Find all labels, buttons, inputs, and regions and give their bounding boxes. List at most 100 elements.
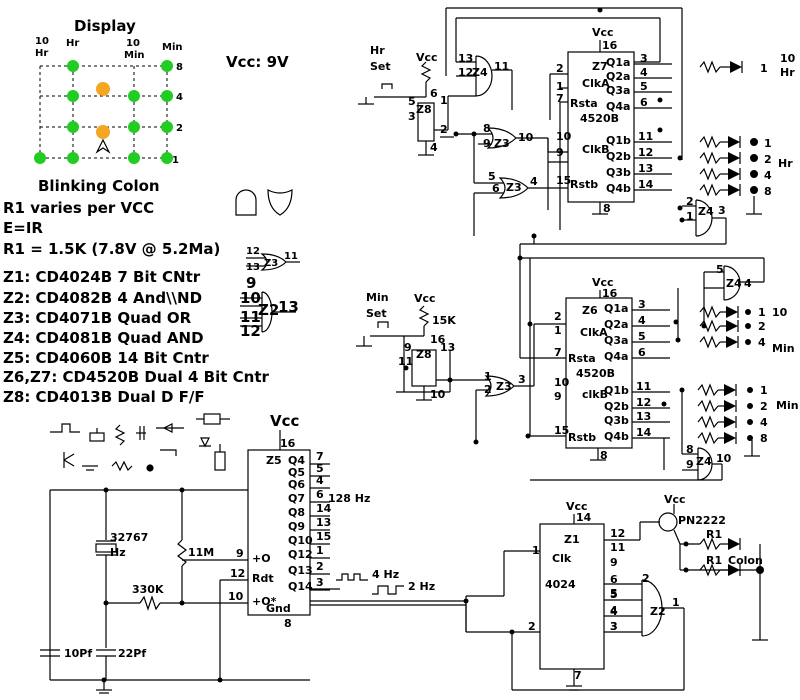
svg-text:16: 16 — [430, 333, 446, 346]
hr-bit-0: 1 — [764, 137, 772, 150]
svg-text:8: 8 — [603, 202, 611, 215]
colon-r1-label2: R1 — [706, 554, 722, 567]
svg-text:13: 13 — [636, 410, 651, 423]
svg-text:4: 4 — [640, 66, 648, 79]
z6-q4b: Q4b — [604, 430, 629, 443]
colon-label: Colon — [728, 554, 763, 567]
svg-text:Vcc: Vcc — [592, 276, 614, 289]
legend-or-gate: 12 13 Z3 11 — [246, 246, 300, 273]
led-hr-0 — [728, 136, 740, 148]
note-r1: R1 varies per VCC — [3, 199, 154, 217]
svg-text:10: 10 — [716, 452, 732, 465]
led-10hr-1 — [730, 61, 742, 73]
led-min-1 — [724, 400, 736, 412]
led-colon-bottom — [728, 564, 740, 576]
svg-text:Z4: Z4 — [698, 205, 714, 218]
min10-bit-2: 4 — [758, 336, 766, 349]
r330k-label: 330K — [132, 583, 164, 596]
svg-text:9: 9 — [686, 458, 694, 471]
svg-text:10: 10 — [228, 590, 244, 603]
svg-text:Z5: Z5 — [266, 454, 282, 467]
oscillator — [40, 489, 310, 694]
svg-text:6: 6 — [640, 96, 648, 109]
and-gate-legend-icon — [235, 189, 257, 216]
svg-text:2: 2 — [554, 310, 562, 323]
z5-pin-1: 5 — [316, 462, 324, 475]
z5-out-q10: Q10 — [288, 534, 313, 547]
hr-set-label2: Set — [370, 60, 391, 73]
svg-text:8: 8 — [686, 443, 694, 456]
svg-text:3: 3 — [408, 110, 416, 123]
svg-text:16: 16 — [280, 437, 296, 450]
svg-text:Rsta: Rsta — [568, 352, 596, 365]
transistor-label: PN2222 — [678, 514, 726, 527]
svg-text:11: 11 — [494, 60, 509, 73]
freq-128hz-label: 128 Hz — [328, 492, 370, 505]
svg-text:1: 1 — [484, 370, 492, 383]
svg-text:4: 4 — [610, 604, 618, 617]
svg-text:13: 13 — [440, 341, 455, 354]
svg-text:Clk: Clk — [552, 552, 572, 565]
svg-text:12: 12 — [230, 567, 245, 580]
z5-out-q4: Q4 — [288, 454, 305, 467]
svg-text:Rstb: Rstb — [568, 431, 596, 444]
z1-chip — [539, 523, 605, 670]
svg-text:7: 7 — [556, 92, 564, 105]
led-min-0 — [724, 384, 736, 396]
svg-text:10: 10 — [518, 131, 534, 144]
z6-chip — [565, 297, 633, 449]
svg-text:Rstb: Rstb — [570, 178, 598, 191]
led-10min-1 — [726, 320, 738, 332]
svg-text:Z8: Z8 — [416, 348, 432, 361]
freq-4hz-label: 4 Hz — [372, 568, 399, 581]
svg-text:2: 2 — [528, 620, 536, 633]
svg-text:Z7: Z7 — [592, 60, 608, 73]
svg-text:1: 1 — [554, 324, 562, 337]
z5-out-q5: Q5 — [288, 466, 305, 479]
svg-text:Z4: Z4 — [472, 66, 488, 79]
legend-and-gate: 9 10 11 12 Z2 13 — [240, 274, 299, 340]
out-10min-label: 10 — [772, 306, 788, 319]
min10-bit-1: 2 — [758, 320, 766, 333]
z7-q1b: Q1b — [606, 134, 631, 147]
part-z3: Z3: CD4071B Quad OR — [3, 309, 192, 327]
c22pf-label: 22Pf — [118, 647, 146, 660]
svg-text:1: 1 — [672, 596, 680, 609]
z5-pin-0: 7 — [316, 450, 324, 463]
col-10min-label2: Min — [124, 50, 145, 61]
z5-pin-3: 6 — [316, 488, 324, 501]
z7-q2b: Q2b — [606, 150, 631, 163]
z5-vcc: Vcc — [270, 412, 299, 430]
display-title: Display — [74, 17, 136, 35]
svg-text:Vcc: Vcc — [592, 26, 614, 39]
svg-text:4: 4 — [610, 605, 618, 618]
z6-q3a: Q3a — [604, 334, 628, 347]
svg-text:7: 7 — [574, 669, 582, 682]
svg-text:5: 5 — [408, 95, 416, 108]
z6-q1b: Q1b — [604, 384, 629, 397]
z5-out-q12: Q12 — [288, 548, 313, 561]
led-min-2 — [724, 416, 736, 428]
z5-out-q6: Q6 — [288, 478, 305, 491]
led-min-3 — [724, 432, 736, 444]
svg-text:8: 8 — [600, 449, 608, 462]
svg-text:3: 3 — [640, 52, 648, 65]
min-set-label2: Set — [366, 307, 387, 320]
component-symbols — [50, 413, 230, 472]
svg-text:14: 14 — [636, 426, 652, 439]
svg-text:13: 13 — [458, 52, 473, 65]
z5-out-q14: Q14 — [288, 580, 313, 593]
svg-text:+O*: +O* — [252, 595, 277, 608]
svg-text:3: 3 — [638, 298, 646, 311]
row-label-2: 2 — [176, 123, 183, 134]
svg-text:7: 7 — [554, 346, 562, 359]
min-bit-0: 1 — [760, 384, 768, 397]
out-min-label: Min — [776, 399, 799, 412]
display-panel: Display 10 Hr Hr 10 Min Min 8 4 2 1 Blin… — [34, 17, 183, 195]
cursor-arrow-icon — [95, 138, 111, 154]
svg-text:Z4: Z4 — [726, 277, 742, 290]
or-gate-legend-icon — [267, 189, 293, 216]
svg-text:Gnd: Gnd — [266, 602, 291, 615]
